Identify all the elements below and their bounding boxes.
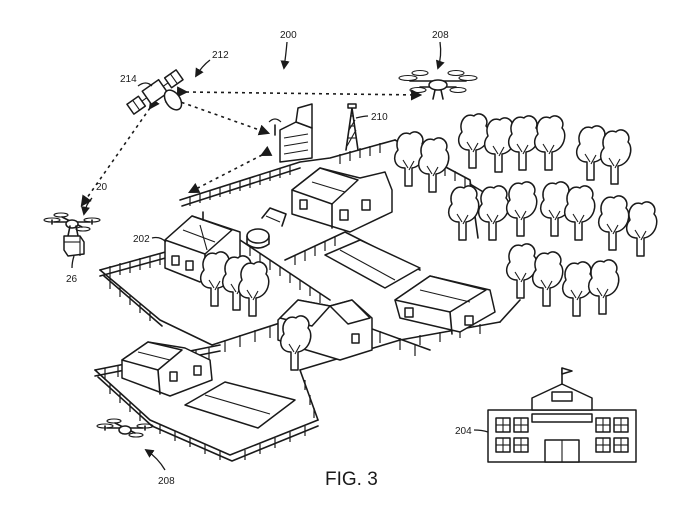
drone-top — [398, 69, 478, 100]
leader-lines — [71, 41, 489, 471]
delivery-drone — [43, 212, 101, 257]
reference-labels: 200 212 208 214 210 20 202 26 204 208 FI… — [66, 30, 472, 490]
label-208-top: 208 — [432, 30, 449, 41]
lawns — [184, 239, 421, 429]
label-208-bottom: 208 — [158, 476, 175, 487]
cell-tower — [345, 103, 359, 151]
figure-caption: FIG. 3 — [325, 469, 378, 490]
label-202: 202 — [133, 234, 150, 245]
label-204: 204 — [455, 426, 472, 437]
communication-links — [80, 86, 423, 207]
comm-building — [268, 103, 313, 163]
playground — [246, 207, 287, 249]
label-26: 26 — [66, 274, 78, 285]
label-20: 20 — [96, 182, 108, 193]
label-212: 212 — [212, 50, 229, 61]
house-top — [291, 167, 393, 233]
drone-bottom — [96, 418, 154, 438]
label-200: 200 — [280, 30, 297, 41]
house-202 — [164, 211, 241, 283]
house-right — [394, 275, 496, 335]
label-214: 214 — [120, 74, 137, 85]
school-building — [487, 367, 637, 463]
label-210: 210 — [371, 112, 388, 123]
house-bottom-left — [121, 341, 213, 397]
